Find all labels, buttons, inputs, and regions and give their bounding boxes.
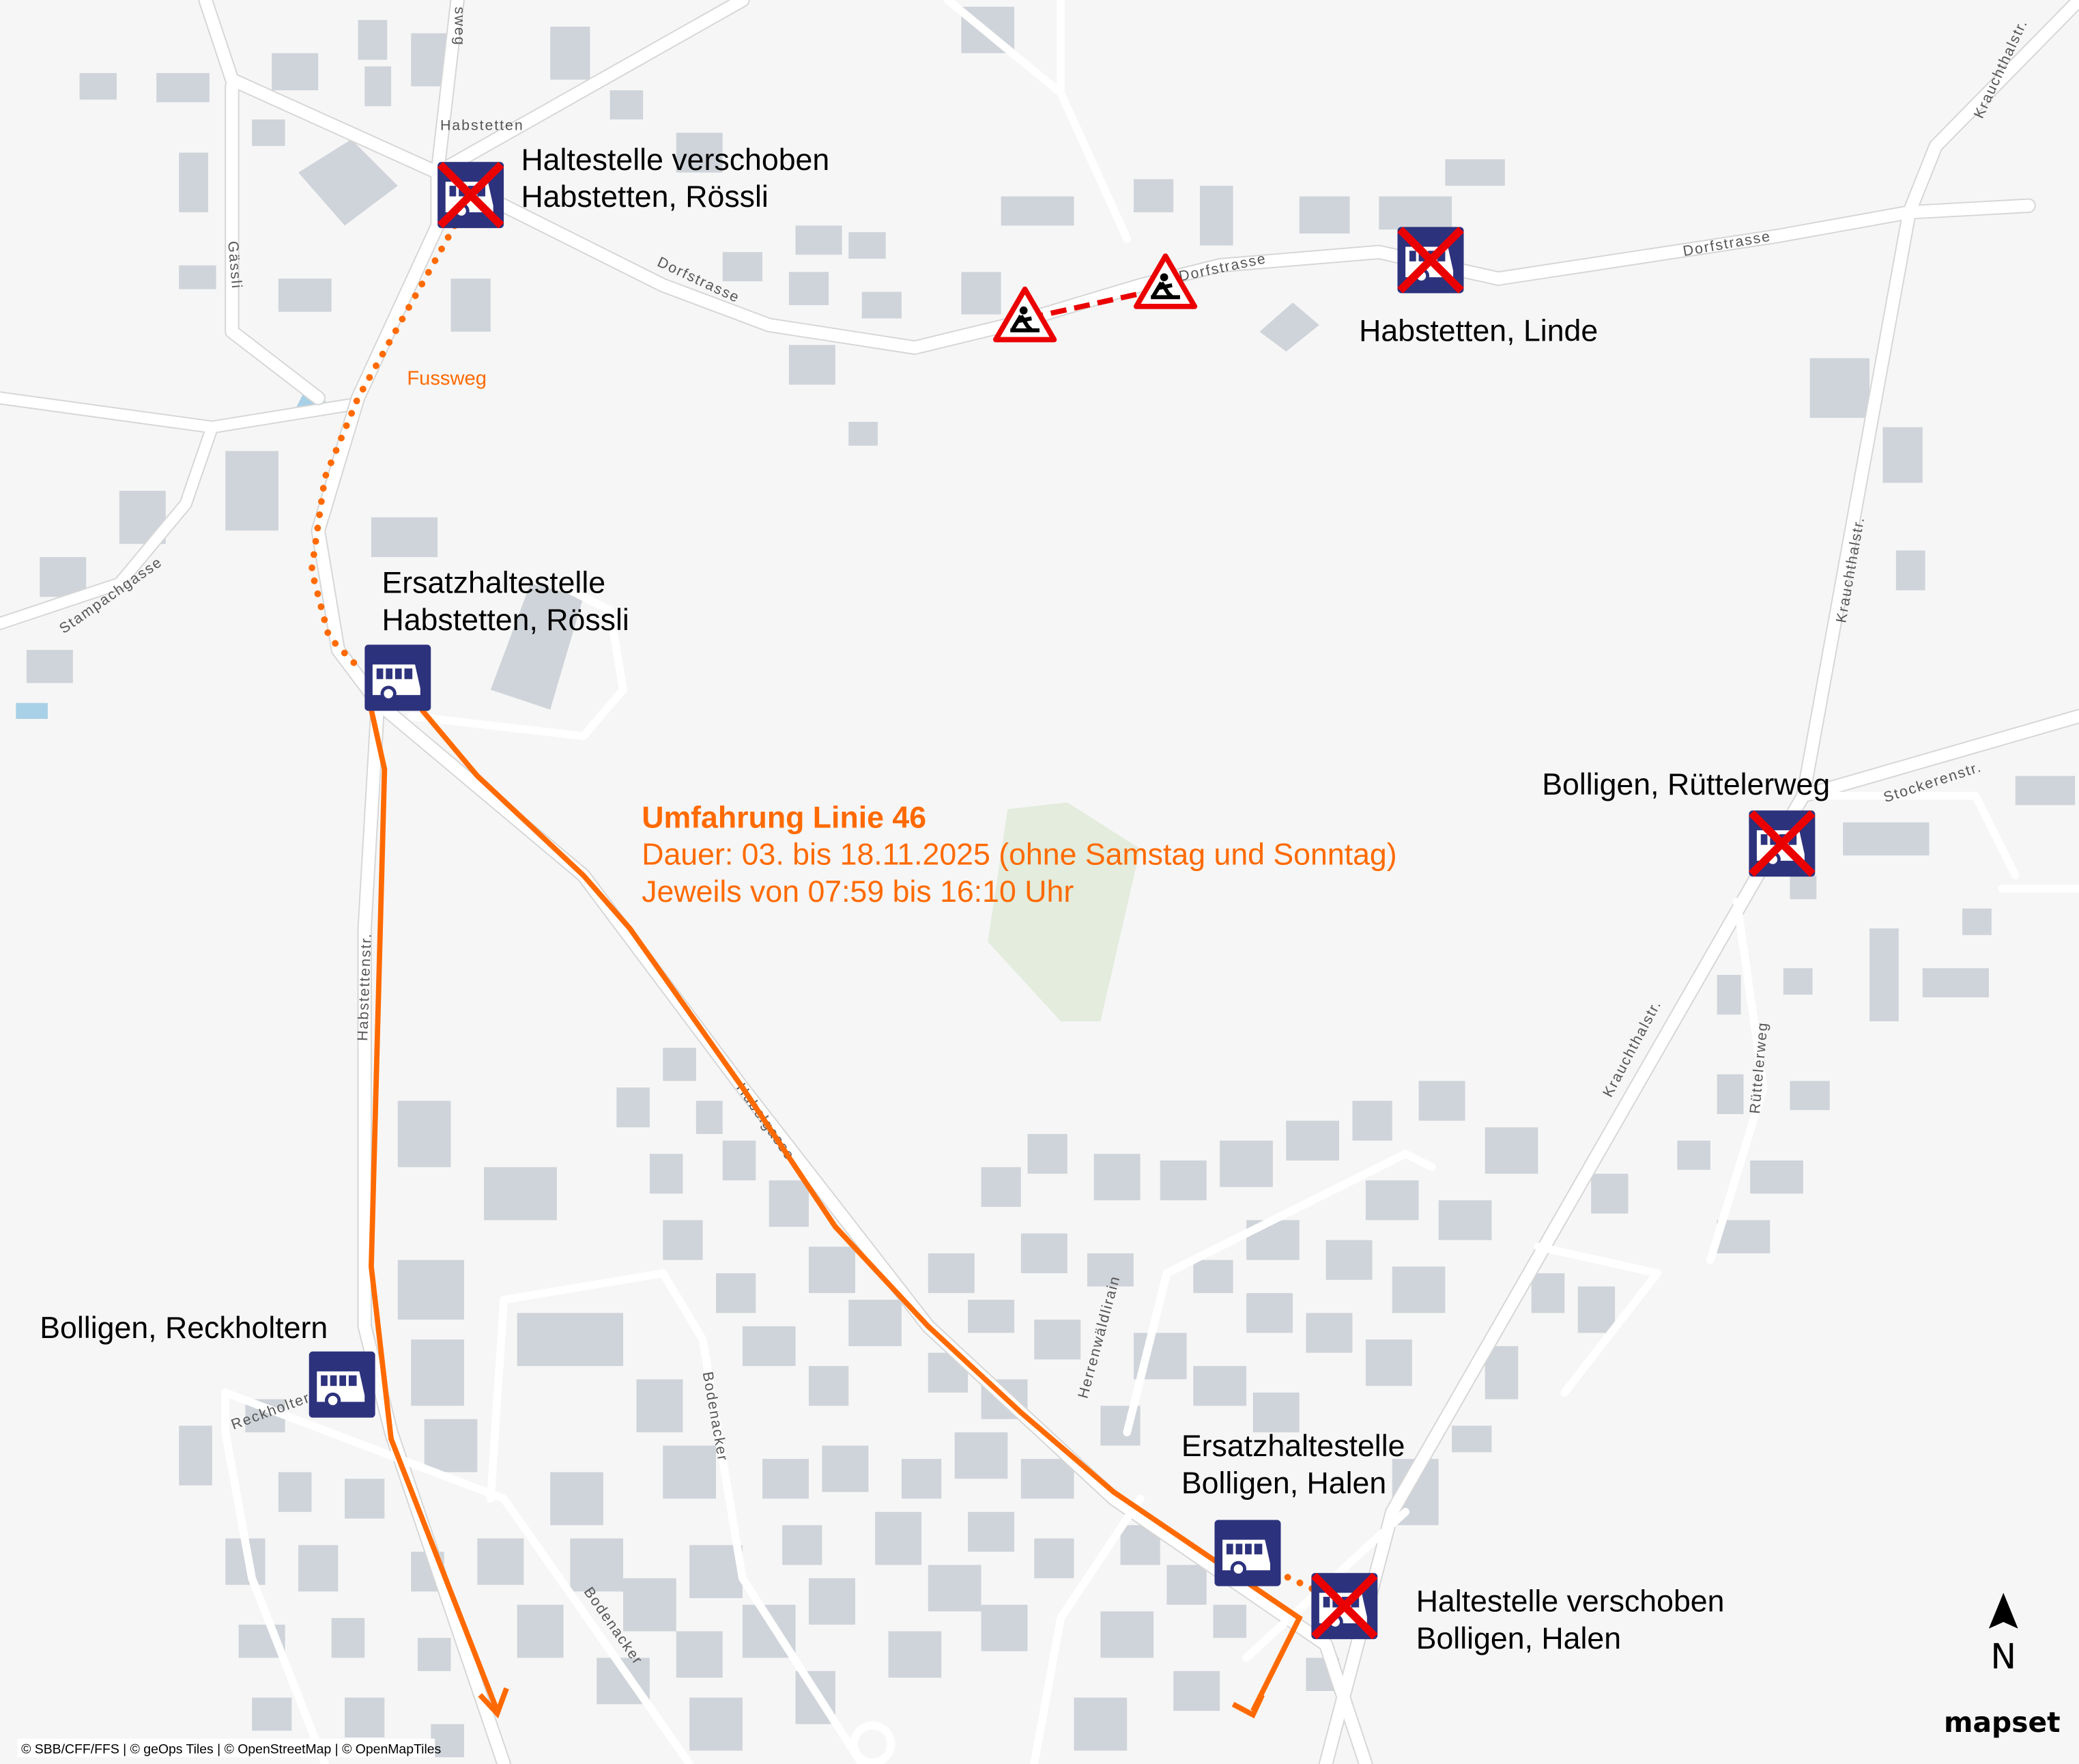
notice-title: Umfahrung Linie 46 [642, 801, 926, 834]
route-arrow-icon [478, 1687, 509, 1719]
stop-halen-replacement[interactable]: Ersatzhaltestelle Bolligen, Halen [1181, 1429, 1405, 1587]
stop-label: Habstetten, Linde [1359, 314, 1598, 347]
bus-stop-icon [1214, 1520, 1281, 1587]
north-arrow: N [1988, 1593, 2018, 1677]
street-label: Dorfstrasse [1177, 250, 1268, 285]
stop-halen-moved[interactable]: Haltestelle verschoben Bolligen, Halen [1311, 1573, 1724, 1655]
stop-label: Bolligen, Halen [1416, 1622, 1621, 1655]
footpath [1272, 1568, 1317, 1593]
stop-label: Ersatzhaltestelle [382, 567, 605, 600]
detour-notice: Umfahrung Linie 46 Dauer: 03. bis 18.11.… [642, 801, 1396, 909]
stop-label: Habstetten, Rössli [382, 603, 629, 637]
stop-roessli-replacement[interactable]: Ersatzhaltestelle Habstetten, Rössli [364, 567, 629, 711]
stop-label: Ersatzhaltestelle [1181, 1429, 1405, 1463]
stop-label: Habstetten, Rössli [521, 180, 768, 214]
mapset-logo: mapset [1944, 1706, 2061, 1739]
stop-label: Haltestelle verschoben [521, 143, 829, 177]
stop-ruettelerweg[interactable]: Bolligen, Rüttelerweg [1542, 768, 1830, 877]
buildings [16, 6, 2076, 1758]
footpath-label: Fussweg [407, 368, 487, 390]
stop-label: Haltestelle verschoben [1416, 1584, 1725, 1618]
street-label: Dorfstrasse [1682, 228, 1773, 259]
north-label: N [1990, 1636, 2016, 1677]
street-label: Gässli [225, 240, 245, 290]
stop-label: Bolligen, Rüttelerweg [1542, 768, 1830, 801]
stop-label: Bolligen, Reckholtern [40, 1311, 328, 1345]
bus-stop-icon [364, 644, 431, 711]
stop-label: Bolligen, Halen [1181, 1467, 1386, 1500]
notice-duration: Dauer: 03. bis 18.11.2025 (ohne Samstag … [642, 838, 1396, 872]
bus-stop-icon [309, 1351, 375, 1418]
notice-times: Jeweils von 07:59 bis 16:10 Uhr [642, 875, 1074, 909]
attribution[interactable]: © SBB/CFF/FFS | © geOps Tiles | © OpenSt… [21, 1741, 441, 1756]
stop-roessli-moved[interactable]: Haltestelle verschoben Habstetten, Rössl… [438, 143, 829, 228]
north-arrow-icon [1988, 1593, 2018, 1629]
route-arrow-icon [1231, 1694, 1265, 1719]
street-label: Habstettenstr. [354, 933, 375, 1042]
street-label: Rüttelerweg [1747, 1021, 1771, 1114]
stop-reckholtern[interactable]: Bolligen, Reckholtern [40, 1311, 375, 1418]
street-label: sweg [451, 7, 468, 46]
stop-linde[interactable]: Habstetten, Linde [1359, 227, 1598, 347]
street-label: Habstetten [440, 117, 524, 134]
footpath [308, 222, 459, 674]
street-label: Herrenwäldlirain [1075, 1274, 1123, 1400]
detour-route: Fussweg [308, 222, 1317, 1719]
